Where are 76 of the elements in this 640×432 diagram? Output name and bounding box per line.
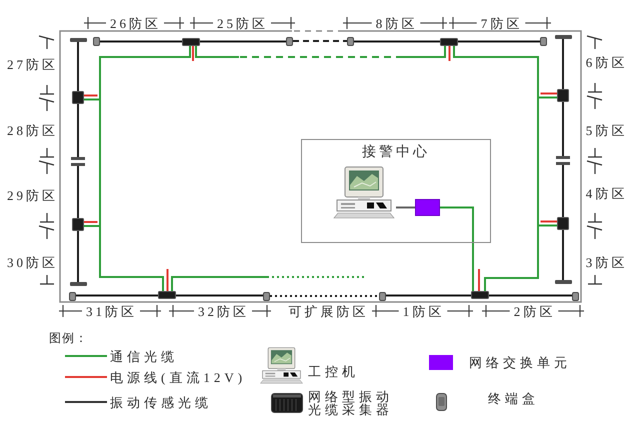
legend-label: 振动传感光缆 (110, 396, 212, 408)
end-bar (554, 280, 572, 284)
zone-label: 31防区 (86, 304, 137, 318)
cable-line (396, 206, 415, 208)
computer-picture (332, 166, 396, 219)
terminal-block (93, 36, 100, 46)
terminal-block (540, 36, 547, 46)
cable-line (270, 295, 379, 297)
collector-block (557, 89, 569, 102)
cable-line (76, 294, 158, 296)
zone-label: 30防区 (7, 256, 58, 268)
collector-block (440, 38, 458, 46)
zone-label: 3防区 (586, 256, 628, 268)
zone-label: 32防区 (198, 304, 249, 318)
zone-label: 6防区 (586, 56, 628, 68)
box-title: 接警中心 (362, 145, 430, 161)
zone-label: 8防区 (376, 16, 418, 30)
cable-line (562, 102, 564, 156)
cable-line (562, 165, 564, 217)
zone-label: 4防区 (586, 186, 628, 200)
legend-label: 工控机 (308, 364, 359, 378)
end-bar (70, 282, 86, 286)
terminal-block (263, 292, 270, 300)
collector-block (72, 91, 84, 104)
terminal-block (379, 292, 386, 300)
zone-label: 27防区 (7, 58, 58, 70)
legend-label: 网络型振动光缆采集器 (308, 390, 394, 416)
splice-bar (556, 156, 570, 165)
cable-line (458, 40, 540, 42)
end-bar (70, 38, 86, 42)
legend-label: 终端盒 (488, 392, 539, 404)
terminal-block (347, 36, 354, 46)
cable-line (200, 40, 286, 42)
legend-label: 通信光缆 (110, 350, 178, 362)
collector-block (72, 218, 84, 231)
collector-block (557, 217, 569, 230)
cable-line (77, 166, 79, 218)
cable-line (293, 40, 347, 42)
cable-line (84, 225, 164, 291)
cable-line (386, 294, 471, 296)
cable-line (489, 294, 572, 296)
legend-title: 图例： (49, 332, 88, 344)
zone-label: 25防区 (217, 16, 268, 30)
collector-block (158, 291, 176, 299)
terminal-block (286, 36, 293, 46)
cable-line (77, 104, 79, 157)
cable-line (176, 294, 263, 296)
cable-line (562, 230, 564, 280)
zone-label: 5防区 (586, 124, 628, 136)
terminal-block (572, 292, 579, 300)
cable-line (84, 98, 101, 227)
terminal-block (69, 292, 76, 300)
zone-label: 29防区 (7, 188, 58, 202)
cable-line (171, 276, 365, 291)
legend-label: 网络交换单元 (469, 356, 571, 368)
zone-label: 26防区 (110, 16, 161, 30)
cable-line (537, 96, 557, 226)
cable-line (354, 40, 440, 42)
cable-line (77, 42, 79, 91)
zone-label: 2防区 (514, 304, 556, 318)
cable-line (440, 206, 474, 291)
zone-label: 28防区 (7, 124, 58, 136)
legend-label: 电源线(直流12V) (110, 370, 246, 384)
collector-block (182, 38, 200, 46)
unit-box (415, 199, 440, 216)
end-bar (554, 35, 572, 39)
cable-line (100, 40, 182, 42)
collector-block (471, 291, 489, 299)
zone-label: 可扩展防区 (288, 304, 368, 318)
cable-line (77, 231, 79, 282)
zone-label: 1防区 (402, 304, 444, 318)
cable-line (195, 46, 446, 58)
cable-line (562, 39, 564, 89)
zone-label: 7防区 (480, 16, 522, 30)
splice-bar (71, 157, 85, 166)
group-box (301, 139, 491, 243)
